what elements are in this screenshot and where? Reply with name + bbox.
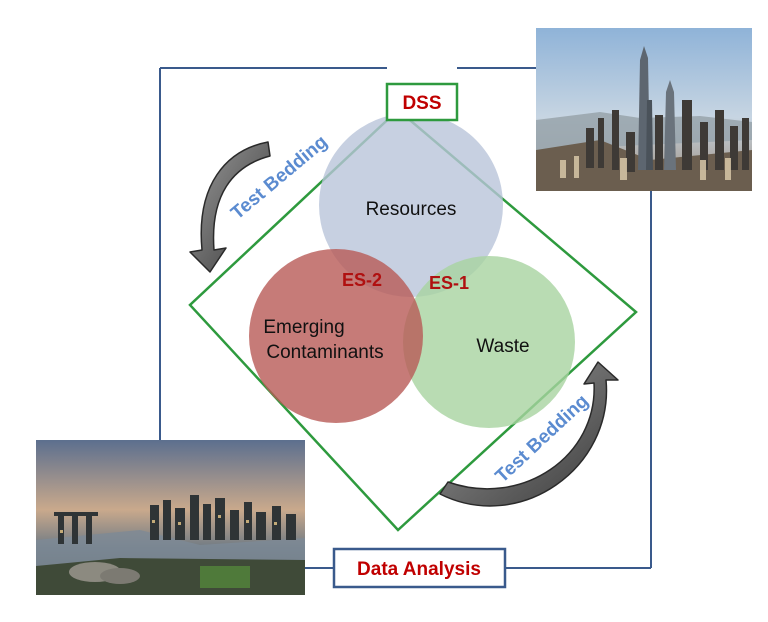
- venn-diagram: [249, 113, 575, 428]
- curved-arrow-right-icon: [439, 361, 619, 507]
- waste-label: Waste: [476, 336, 529, 357]
- resources-label: Resources: [366, 199, 457, 220]
- es2-label: ES-2: [342, 270, 382, 290]
- emerging-label-line1: Emerging: [263, 317, 344, 338]
- outer-frame: [159, 67, 652, 569]
- circle-resources: [319, 113, 503, 297]
- curved-arrow-left-icon: [189, 141, 271, 273]
- circle-emerging-contaminants: [249, 249, 423, 423]
- dss-diamond: [188, 108, 638, 532]
- data-analysis-label: Data Analysis: [357, 559, 481, 580]
- es1-label: ES-1: [429, 273, 469, 293]
- test-bedding-left-label: Test Bedding: [227, 132, 332, 225]
- photo-city-skyline-top-right: [536, 28, 752, 191]
- dss-label: DSS: [402, 93, 441, 114]
- dss-box: [385, 82, 459, 122]
- emerging-label-line2: Contaminants: [266, 342, 383, 363]
- circle-waste: [403, 256, 575, 428]
- data-analysis-box: [332, 547, 507, 589]
- photo-city-skyline-bottom-left: [36, 440, 305, 595]
